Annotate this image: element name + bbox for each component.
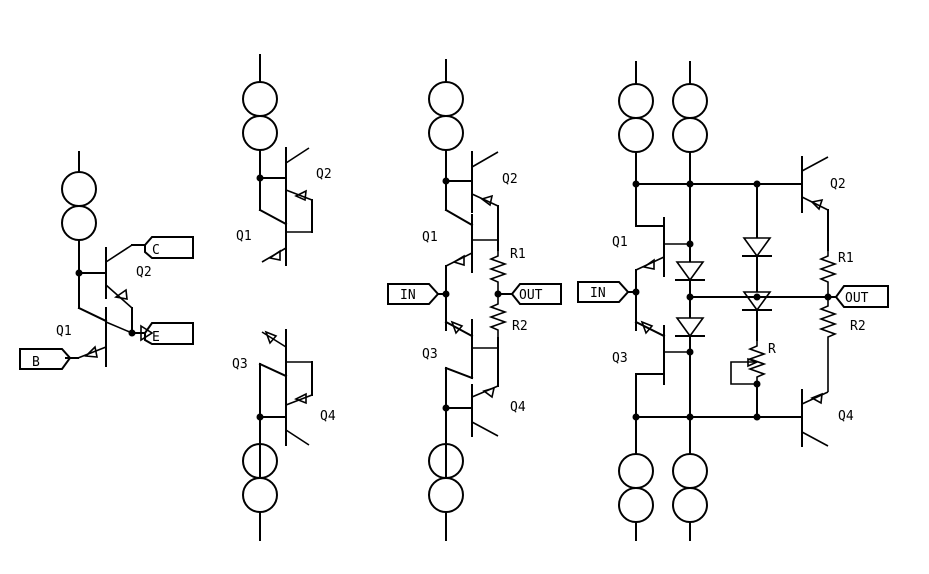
output-tag-3 [510,283,562,305]
label-c4-q2: Q2 [830,177,846,192]
label-c3-q4: Q4 [510,400,526,415]
current-source-3-top [428,81,464,151]
label-c3-q3: Q3 [422,347,438,362]
output-tag-4 [834,285,889,308]
circuit-2-complementary-pairs: Q2 Q1 Q3 Q4 [232,54,336,541]
label-c4-q3: Q3 [612,351,628,366]
label-c4-r1: R1 [838,251,854,266]
base-tag [19,348,72,370]
diode-d1 [675,261,705,282]
label-c1-collector: C [152,243,160,258]
current-source-4-top-right [672,83,708,153]
current-source-4-top-left [618,83,654,153]
label-c3-out: OUT [519,288,543,303]
label-c1-q2: Q2 [136,265,152,280]
label-c2-q3: Q3 [232,357,248,372]
circuit-3-push-pull: IN OUT Q2 Q1 R1 R2 Q3 Q4 [387,59,562,541]
emitter-tag [144,322,194,345]
collector-tag [144,236,194,259]
label-c3-r2: R2 [512,319,528,334]
circuit-1-darlington: C E B Q2 Q1 [19,151,194,370]
circuit-4-output-stage: IN OUT [577,61,889,541]
label-c3-q1: Q1 [422,230,438,245]
current-source-2-top [242,81,278,151]
label-c4-in: IN [590,286,606,301]
label-c4-q1: Q1 [612,235,628,250]
label-c4-out: OUT [845,291,869,306]
diode-d3 [742,237,772,258]
label-c4-r: R [768,342,776,357]
label-c2-q4: Q4 [320,409,336,424]
diode-d2 [675,317,705,338]
current-source-4-bottom-right [672,453,708,523]
label-c4-r2: R2 [850,319,866,334]
label-c3-r1: R1 [510,247,526,262]
input-tag-4 [577,281,630,303]
label-c1-base: B [32,355,40,370]
label-c2-q1: Q1 [236,229,252,244]
label-c4-q4: Q4 [838,409,854,424]
label-c3-in: IN [400,288,416,303]
label-c1-q1: Q1 [56,324,72,339]
input-tag-3 [387,283,440,305]
label-c1-emitter: E [152,330,160,345]
current-source-4-bottom-left [618,453,654,523]
label-c2-q2: Q2 [316,167,332,182]
current-source-1 [61,171,97,241]
label-c3-q2: Q2 [502,172,518,187]
